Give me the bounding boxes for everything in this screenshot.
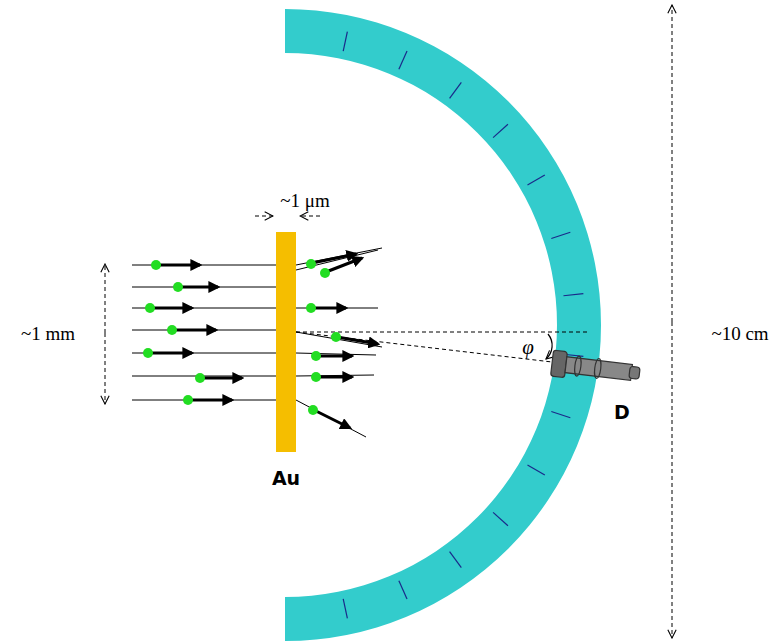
beam-lines-part — [296, 332, 382, 347]
detector-ring-part-part — [551, 412, 570, 418]
alpha-particles-part — [195, 373, 205, 383]
particle-arrows-part — [314, 410, 350, 428]
particle-arrows-part — [157, 264, 200, 267]
alpha-particles-part — [145, 303, 155, 313]
particle-arrows-part — [202, 377, 242, 380]
beam-width-dimension: ~1 mm — [21, 324, 75, 343]
particle-arrows-part — [337, 337, 378, 344]
beam-lines-part — [296, 353, 376, 355]
beam-lines — [132, 248, 382, 437]
alpha-particles-part — [183, 395, 193, 405]
dimension-arrows-part — [105, 264, 106, 333]
particle-arrows-part — [180, 286, 218, 289]
alpha-particles-part — [311, 372, 321, 382]
angle-lines — [296, 332, 590, 362]
particle-arrows-part — [174, 329, 216, 332]
dimension-arrows-part — [672, 5, 673, 322]
beam-lines-part — [296, 400, 366, 437]
particle-arrows-part — [312, 307, 346, 310]
alpha-particles-part — [306, 259, 316, 269]
thickness-dimension: ~1 μm — [280, 191, 330, 210]
detector-ring-part-part — [450, 552, 462, 568]
detector-ring-part-part — [563, 294, 583, 296]
alpha-particles-part — [320, 268, 330, 278]
detector-ring-part-part — [450, 82, 462, 98]
detector-ring-part-part — [399, 581, 407, 599]
dimension-arrows-part — [255, 216, 273, 217]
detector — [551, 350, 641, 386]
alpha-particles-part — [143, 348, 153, 358]
alpha-particles-part — [151, 260, 161, 270]
detector-ring-part-part — [493, 124, 508, 137]
angle-lines-part — [296, 332, 590, 333]
particle-arrows-part — [150, 352, 192, 355]
detector-ring-part-part — [527, 175, 544, 185]
beam-lines-part — [132, 287, 276, 288]
detector-ring-part-part — [493, 512, 508, 525]
detector-ring-part — [343, 32, 583, 619]
detector-ring-part-part — [343, 599, 347, 619]
detector-part — [565, 357, 632, 381]
foil-label: Au — [272, 469, 300, 488]
detector-ring-part — [285, 9, 601, 641]
alpha-particles-part — [308, 405, 318, 415]
particle-arrows-part — [190, 399, 232, 402]
detector-label: D — [614, 403, 630, 422]
particle-arrows — [150, 254, 378, 428]
dimension-arrows-part — [672, 322, 673, 638]
detector-ring-part-part — [551, 232, 570, 238]
detector-part — [629, 366, 640, 379]
detector-part — [594, 358, 602, 379]
angle-symbol: φ — [522, 337, 534, 358]
alpha-particles-part — [306, 303, 316, 313]
dimension-arrows — [105, 5, 672, 638]
beam-lines-part — [296, 375, 374, 376]
particle-arrows-part — [317, 355, 352, 358]
particle-arrows-part — [326, 258, 362, 272]
dimension-arrows-part — [300, 216, 320, 217]
beam-lines-part — [132, 400, 276, 401]
detector-ring-part-part — [399, 51, 407, 69]
alpha-particles-part — [311, 351, 321, 361]
detector-ring-part-part — [527, 465, 544, 475]
gold-foil — [276, 232, 296, 452]
alpha-particles-part — [331, 332, 341, 342]
beam-lines-part — [132, 353, 276, 354]
alpha-particles-part — [167, 325, 177, 335]
detector-part — [551, 350, 568, 377]
angle-lines-part — [296, 332, 552, 362]
detector-ring-part-part — [343, 32, 347, 52]
ring-size-dimension: ~10 cm — [711, 324, 768, 343]
particle-arrows-part — [317, 376, 352, 379]
dimension-arrows-part — [105, 333, 106, 404]
detector-ring — [285, 9, 601, 641]
detector-part — [574, 356, 582, 377]
beam-lines-part — [132, 330, 276, 331]
alpha-particles — [143, 259, 341, 415]
alpha-particles-part — [173, 282, 183, 292]
angle-arc — [546, 334, 552, 359]
particle-arrows-part — [152, 307, 192, 310]
